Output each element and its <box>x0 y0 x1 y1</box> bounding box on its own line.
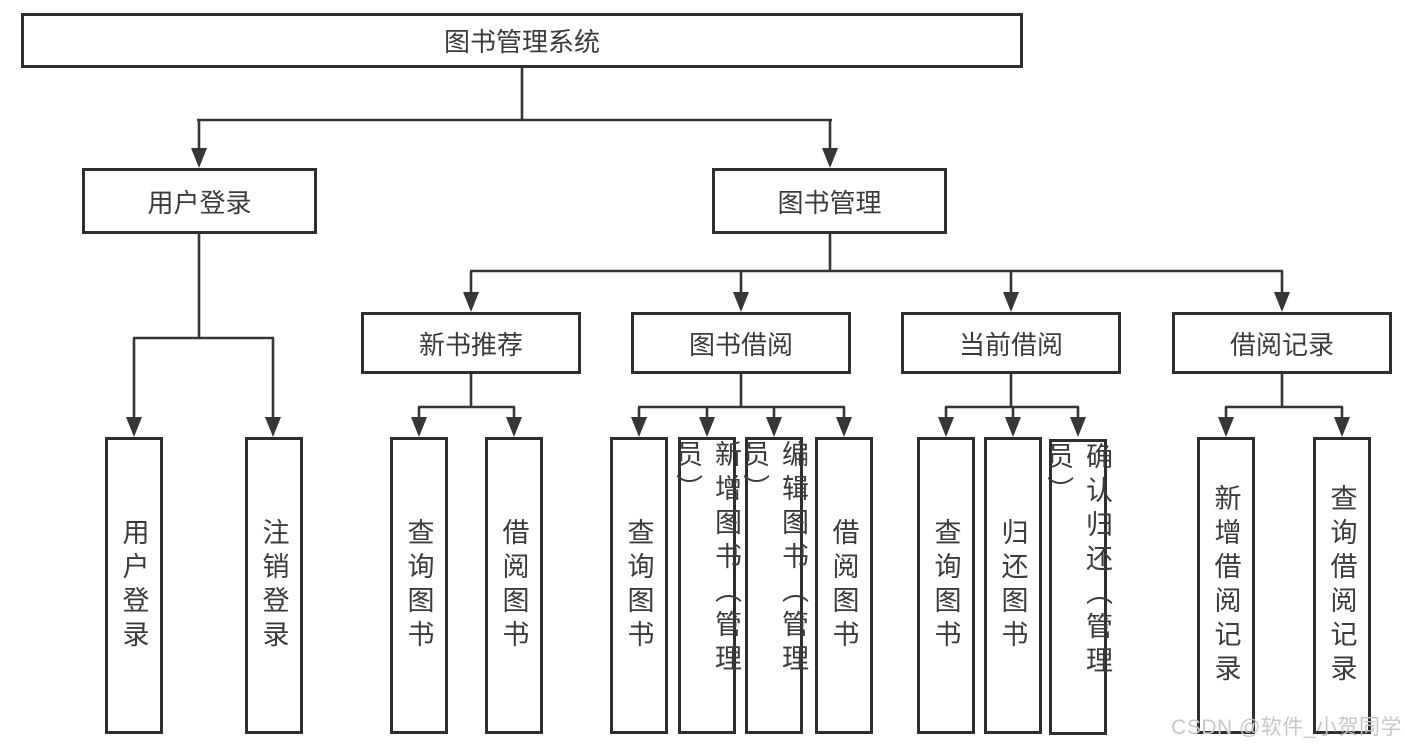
leaf-borrow-book: 借阅图书 <box>815 437 873 734</box>
node-new-book-recommend: 新书推荐 <box>361 312 581 374</box>
leaf-query-book-recommend: 查询图书 <box>390 437 448 734</box>
node-current-borrow: 当前借阅 <box>901 312 1121 374</box>
leaf-query-borrow-record: 查询借阅记录 <box>1313 437 1371 734</box>
leaf-borrow-book-recommend: 借阅图书 <box>485 437 543 734</box>
leaf-edit-book-admin: 编辑图书（管理员） <box>739 437 808 734</box>
leaf-return-book: 归还图书 <box>984 437 1042 734</box>
connector-path <box>132 68 1344 420</box>
leaf-query-book-current: 查询图书 <box>917 437 975 734</box>
leaf-add-book-admin: 新增图书（管理员） <box>672 437 741 734</box>
leaf-logout: 注销登录 <box>245 437 303 734</box>
leaf-confirm-return-admin: 确认归还（管理员） <box>1043 439 1112 735</box>
watermark: CSDN @软件_小贺同学 <box>1171 716 1402 739</box>
leaf-add-borrow-record: 新增借阅记录 <box>1197 437 1255 734</box>
node-book-borrow: 图书借阅 <box>631 312 851 374</box>
leaf-user-login: 用户登录 <box>105 437 163 734</box>
node-user-login: 用户登录 <box>82 168 317 234</box>
leaf-query-book-borrow: 查询图书 <box>610 437 668 734</box>
node-borrow-record: 借阅记录 <box>1172 312 1392 374</box>
node-library-management-system: 图书管理系统 <box>21 13 1023 68</box>
node-book-management: 图书管理 <box>712 168 947 234</box>
